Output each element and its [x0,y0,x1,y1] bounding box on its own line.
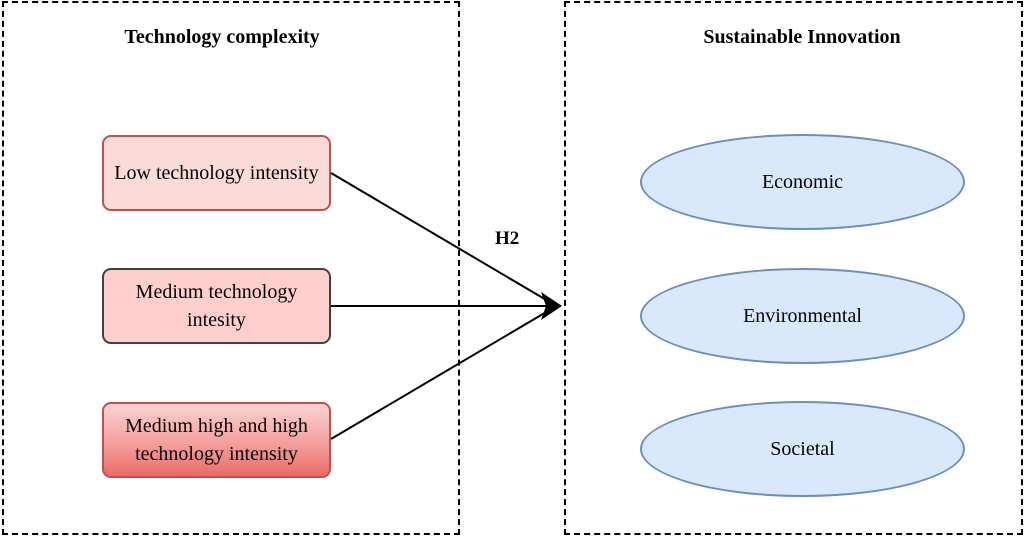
environmental-ellipse: Environmental [640,268,965,364]
medium-technology-label: Medium technology intesity [135,281,298,331]
arrowhead [541,292,562,320]
medium-technology-box: Medium technology intesity [102,268,331,344]
medium-high-technology-box: Medium high and high technology intensit… [102,402,331,478]
economic-label: Economic [761,170,844,193]
low-technology-box: Low technology intensity [102,135,331,211]
technology-complexity-title: Technology complexity [124,26,320,48]
environmental-label: Environmental [743,304,862,327]
low-technology-label: Low technology intensity [114,162,319,184]
societal-label: Societal [770,437,835,460]
societal-ellipse: Societal [640,401,965,497]
medium-high-technology-label: Medium high and high technology intensit… [125,415,308,465]
economic-ellipse: Economic [640,134,965,230]
hypothesis-h2-label: H2 [495,228,520,249]
sustainable-innovation-title: Sustainable Innovation [703,26,901,48]
sustainable-innovation-group [564,1,1023,535]
